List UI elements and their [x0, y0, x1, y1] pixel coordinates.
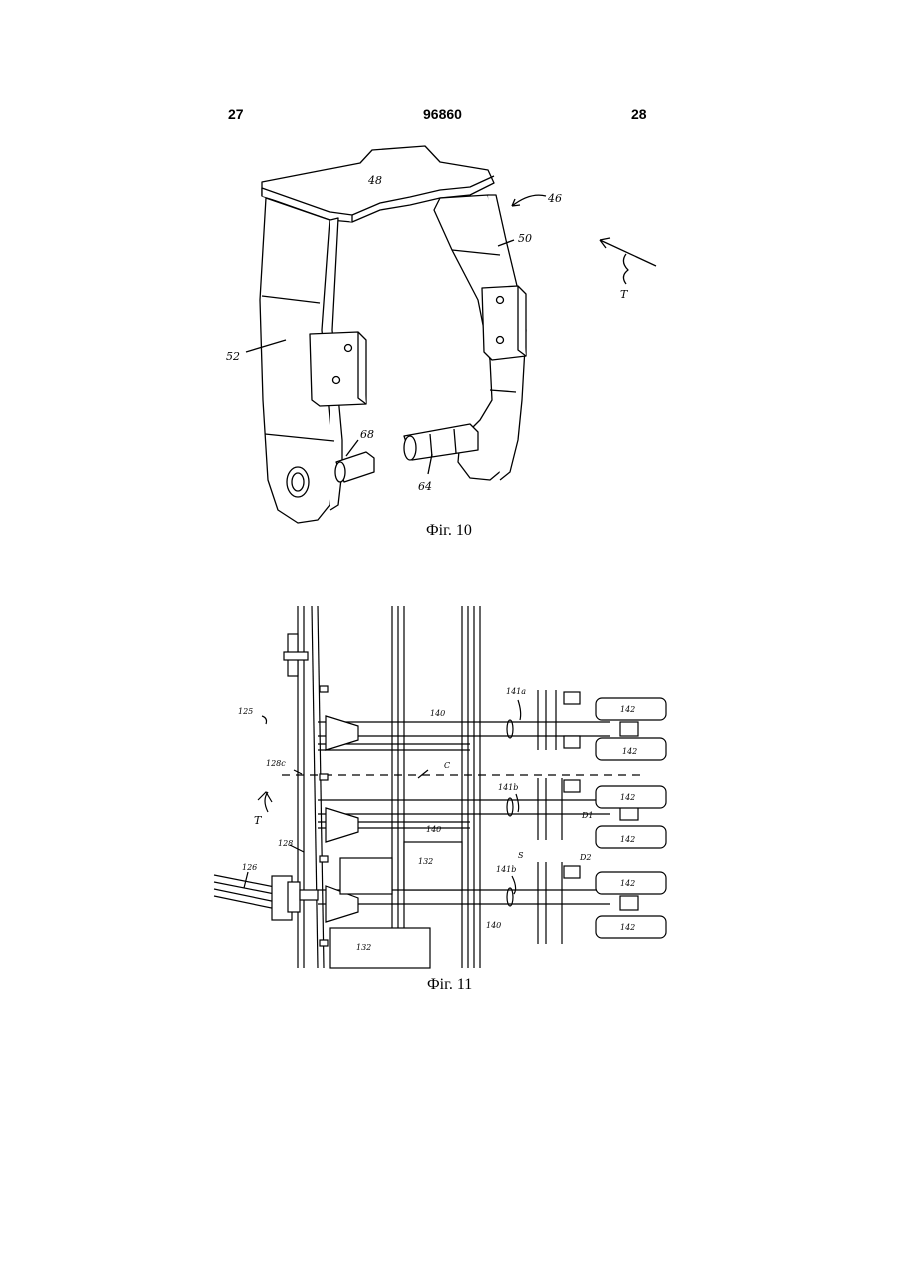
label-D1: D1 — [581, 811, 594, 820]
label-D2: D2 — [579, 853, 592, 862]
label-142f: 142 — [620, 923, 635, 932]
label-141c: 141b — [496, 865, 516, 874]
label-142e: 142 — [620, 879, 635, 888]
label-C: C — [444, 761, 450, 770]
label-141a: 141a — [506, 687, 526, 696]
label-T2: T — [254, 814, 263, 827]
label-128c: 128c — [266, 759, 286, 768]
figure-11-caption: Фiг. 11 — [427, 976, 472, 994]
label-140a: 140 — [430, 709, 445, 718]
label-142d: 142 — [620, 835, 635, 844]
label-S: S — [518, 851, 524, 860]
label-142c: 142 — [620, 793, 635, 802]
label-125: 125 — [238, 707, 253, 716]
label-132a: 132 — [418, 857, 433, 866]
label-128: 128 — [278, 839, 293, 848]
label-142b: 142 — [622, 747, 637, 756]
label-140c: 140 — [486, 921, 501, 930]
figure-11-drawing: 125 128c 128 126 T 140 140 140 141a 141b… — [0, 0, 901, 1000]
label-126: 126 — [242, 863, 257, 872]
label-140b: 140 — [426, 825, 441, 834]
label-141b: 141b — [498, 783, 518, 792]
label-132b: 132 — [356, 943, 371, 952]
label-142a: 142 — [620, 705, 635, 714]
